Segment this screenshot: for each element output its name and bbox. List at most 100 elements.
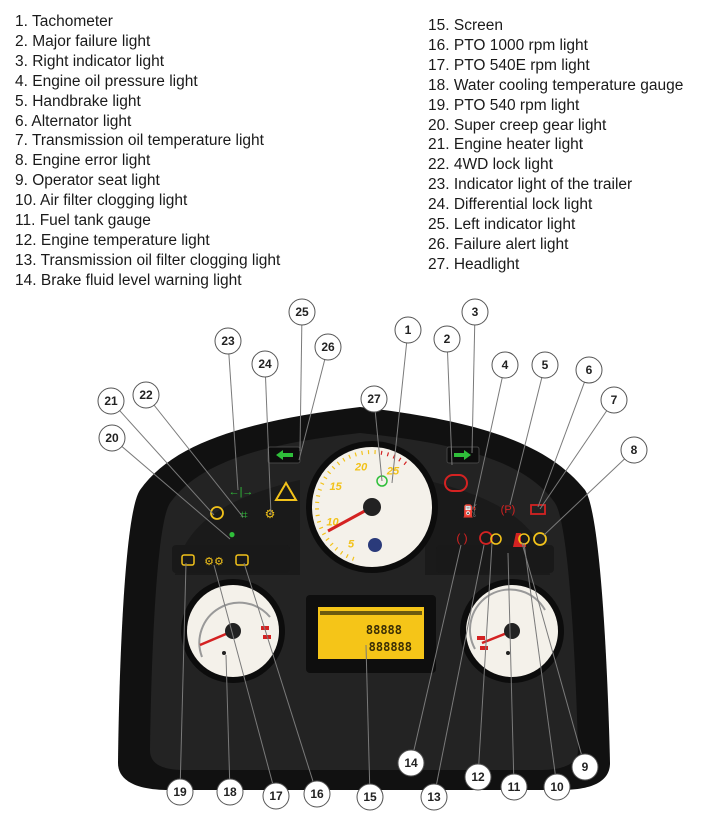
- fuel-tank-gauge: [460, 579, 564, 683]
- lower-left-warning-bay: [172, 545, 290, 573]
- callout-13: 13: [420, 783, 448, 811]
- legend-item-8: 8. Engine error light: [15, 152, 151, 170]
- trailer-indicator-icon: ←|→: [229, 486, 254, 498]
- failure-alert-icon: ⚙: [265, 507, 276, 521]
- callout-24: 24: [251, 350, 279, 378]
- callout-number: 1: [405, 323, 412, 337]
- callout-number: 25: [295, 305, 309, 319]
- tachometer-tick-mark: [325, 537, 330, 541]
- callout-number: 3: [472, 305, 479, 319]
- callout-leader-22: [145, 394, 244, 518]
- tachometer-tick-mark: [339, 550, 344, 555]
- lcd-bottom-readout: 888888: [369, 640, 412, 654]
- callout-number: 6: [586, 363, 593, 377]
- callout-number: 11: [508, 780, 521, 794]
- callout-1: 1: [394, 316, 422, 344]
- callout-leader-13: [433, 544, 485, 798]
- callout-number: 17: [269, 789, 283, 803]
- callout-leader-9: [521, 542, 586, 768]
- callout-number: 20: [105, 431, 119, 445]
- callout-25: 25: [288, 298, 316, 326]
- lcd-top-readout: 88888: [366, 623, 402, 637]
- legend-item-24: 24. Differential lock light: [428, 196, 593, 214]
- callout-number: 24: [258, 357, 272, 371]
- callout-number: 2: [444, 332, 451, 346]
- callout-18: 18: [216, 778, 244, 806]
- tachometer-tick-mark: [386, 452, 390, 457]
- callout-number: 5: [542, 358, 549, 372]
- callout-leader-1: [391, 329, 409, 484]
- legend-item-22: 22. 4WD lock light: [428, 156, 553, 174]
- tachometer-tick-label: 5: [348, 538, 355, 550]
- legend-item-17: 17. PTO 540E rpm light: [428, 56, 590, 74]
- callout-leader-8: [543, 449, 635, 536]
- callout-26: 26: [314, 333, 342, 361]
- callout-number: 8: [631, 443, 638, 457]
- legend-item-25: 25. Left indicator light: [428, 216, 576, 234]
- legend-item-7: 7. Transmission oil temperature light: [15, 132, 264, 150]
- pto-540-light-icon: [181, 554, 195, 566]
- callout-number: 12: [471, 770, 485, 784]
- major-failure-stop-icon: [444, 474, 468, 492]
- legend-item-19: 19. PTO 540 rpm light: [428, 96, 580, 114]
- callout-12: 12: [464, 763, 492, 791]
- tachometer-tick-mark: [316, 494, 321, 497]
- dashboard-diagram: 510152025 88888 888888: [97, 298, 648, 811]
- callout-leader-19: [179, 562, 187, 793]
- lower-right-warning-bay: [436, 545, 554, 573]
- tachometer-tick-label: 15: [330, 481, 343, 493]
- callout-11: 11: [500, 773, 528, 801]
- tachometer-tick-mark: [320, 482, 325, 485]
- callout-leader-16: [243, 562, 318, 795]
- callout-leader-11: [507, 552, 515, 788]
- engine-oil-pressure-icon: ⛽: [463, 504, 478, 518]
- legend-item-5: 5. Handbrake light: [15, 92, 141, 110]
- left-indicator-arrow-icon: [276, 450, 293, 460]
- legend-item-27: 27. Headlight: [428, 255, 520, 273]
- callout-20: 20: [98, 424, 126, 452]
- callout-number: 4: [502, 358, 509, 372]
- pto-1000-light-icon: [235, 554, 249, 566]
- water-temperature-gauge: [181, 579, 285, 683]
- callout-16: 16: [303, 780, 331, 808]
- callout-number: 7: [611, 393, 618, 407]
- callout-15: 15: [356, 783, 384, 811]
- legend-item-15: 15. Screen: [428, 17, 503, 34]
- callout-23: 23: [214, 327, 242, 355]
- callout-leader-3: [471, 311, 476, 454]
- tachometer-tick-mark: [361, 450, 364, 455]
- callout-6: 6: [575, 356, 603, 384]
- callout-number: 18: [223, 785, 237, 799]
- callout-leader-4: [473, 364, 506, 508]
- callout-leader-6: [537, 369, 590, 508]
- legend-item-4: 4. Engine oil pressure light: [15, 72, 198, 90]
- lcd-screen: 88888 888888: [306, 595, 436, 673]
- callout-number: 15: [363, 790, 377, 804]
- callout-number: 16: [310, 787, 324, 801]
- callout-number: 9: [582, 760, 589, 774]
- callout-22: 22: [132, 381, 160, 409]
- callout-5: 5: [531, 351, 559, 379]
- tachometer-tick-label: 20: [354, 461, 368, 473]
- tachometer-tick-mark: [398, 457, 402, 462]
- brake-fluid-icon: ( ): [456, 531, 467, 545]
- engine-error-icon: [533, 532, 547, 546]
- legend-item-1: 1. Tachometer: [15, 13, 113, 30]
- callout-leader-2: [446, 338, 453, 466]
- legend-item-14: 14. Brake fluid level warning light: [15, 271, 242, 289]
- alternator-icon: [530, 504, 546, 515]
- tachometer-tick-mark: [342, 457, 346, 462]
- callout-leader-7: [539, 399, 615, 510]
- callout-4: 4: [491, 351, 519, 379]
- legend-item-16: 16. PTO 1000 rpm light: [428, 36, 588, 54]
- tachometer-tick-mark: [327, 470, 332, 475]
- callout-leader-27: [373, 398, 383, 482]
- engine-heater-icon: [210, 506, 224, 520]
- legend-item-10: 10. Air filter clogging light: [15, 192, 188, 210]
- legend-right-column: 15. Screen 16. PTO 1000 rpm light 17. PTO …: [428, 16, 683, 275]
- callout-8: 8: [620, 436, 648, 464]
- callout-3: 3: [461, 298, 489, 326]
- tachometer-tick-mark: [331, 465, 336, 470]
